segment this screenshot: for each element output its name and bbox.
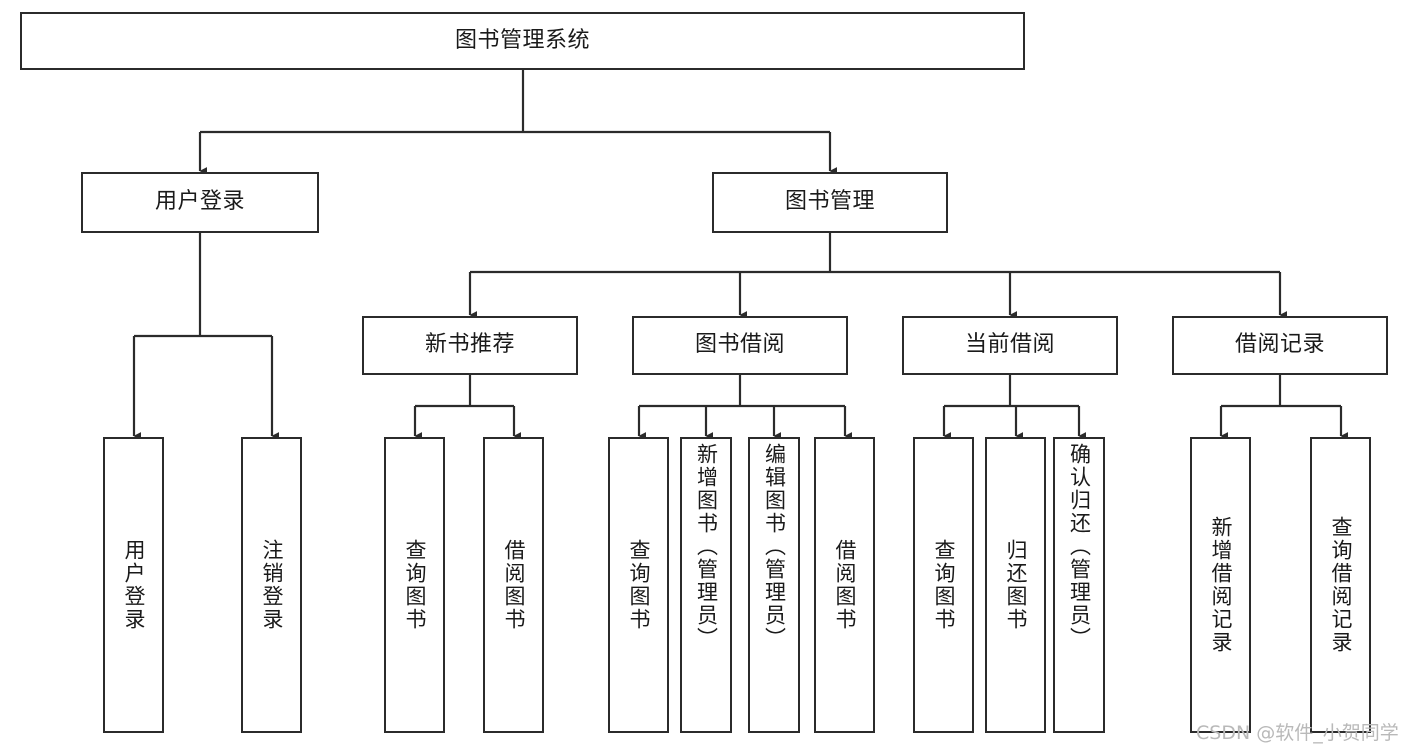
node-label: 查询图书 <box>627 539 651 631</box>
node-label: 借阅图书 <box>833 539 857 631</box>
node-label: 新增图书（管理员） <box>694 443 719 650</box>
node-label: 确认归还（管理员） <box>1067 443 1092 650</box>
node-leaf-query-book-borrow[interactable]: 查询图书 <box>608 437 669 733</box>
node-label: 图书管理 <box>784 189 875 215</box>
node-leaf-confirm-return[interactable]: 确认归还（管理员） <box>1053 437 1105 733</box>
node-label: 查询借阅记录 <box>1329 516 1353 654</box>
node-leaf-borrow-book[interactable]: 借阅图书 <box>814 437 875 733</box>
node-label: 图书借阅 <box>694 332 785 358</box>
node-new-book-recommend[interactable]: 新书推荐 <box>362 316 578 375</box>
node-label: 新增借阅记录 <box>1209 516 1233 654</box>
node-current-borrow[interactable]: 当前借阅 <box>902 316 1118 375</box>
node-label: 用户登录 <box>154 189 245 215</box>
node-user-login[interactable]: 用户登录 <box>81 172 319 233</box>
node-label: 归还图书 <box>1004 539 1028 631</box>
node-leaf-add-book[interactable]: 新增图书（管理员） <box>680 437 732 733</box>
node-leaf-edit-book[interactable]: 编辑图书（管理员） <box>748 437 800 733</box>
node-leaf-user-logout[interactable]: 注销登录 <box>241 437 302 733</box>
node-leaf-return-book[interactable]: 归还图书 <box>985 437 1046 733</box>
node-leaf-borrow-book-rec[interactable]: 借阅图书 <box>483 437 544 733</box>
node-leaf-add-record[interactable]: 新增借阅记录 <box>1190 437 1251 733</box>
node-label: 查询图书 <box>932 539 956 631</box>
node-label: 查询图书 <box>403 539 427 631</box>
node-label: 编辑图书（管理员） <box>762 443 787 650</box>
node-book-manage[interactable]: 图书管理 <box>712 172 948 233</box>
node-label: 借阅记录 <box>1234 332 1325 358</box>
node-leaf-query-book-cur[interactable]: 查询图书 <box>913 437 974 733</box>
node-leaf-query-book-rec[interactable]: 查询图书 <box>384 437 445 733</box>
node-label: 图书管理系统 <box>454 27 590 53</box>
node-leaf-user-login[interactable]: 用户登录 <box>103 437 164 733</box>
node-root[interactable]: 图书管理系统 <box>20 12 1025 70</box>
edge-group <box>132 70 1348 440</box>
node-label: 借阅图书 <box>502 539 526 631</box>
node-label: 新书推荐 <box>424 332 515 358</box>
node-book-borrow[interactable]: 图书借阅 <box>632 316 848 375</box>
node-label: 注销登录 <box>260 539 284 631</box>
node-label: 用户登录 <box>122 539 146 631</box>
node-leaf-query-record[interactable]: 查询借阅记录 <box>1310 437 1371 733</box>
node-label: 当前借阅 <box>964 332 1055 358</box>
node-borrow-record[interactable]: 借阅记录 <box>1172 316 1388 375</box>
